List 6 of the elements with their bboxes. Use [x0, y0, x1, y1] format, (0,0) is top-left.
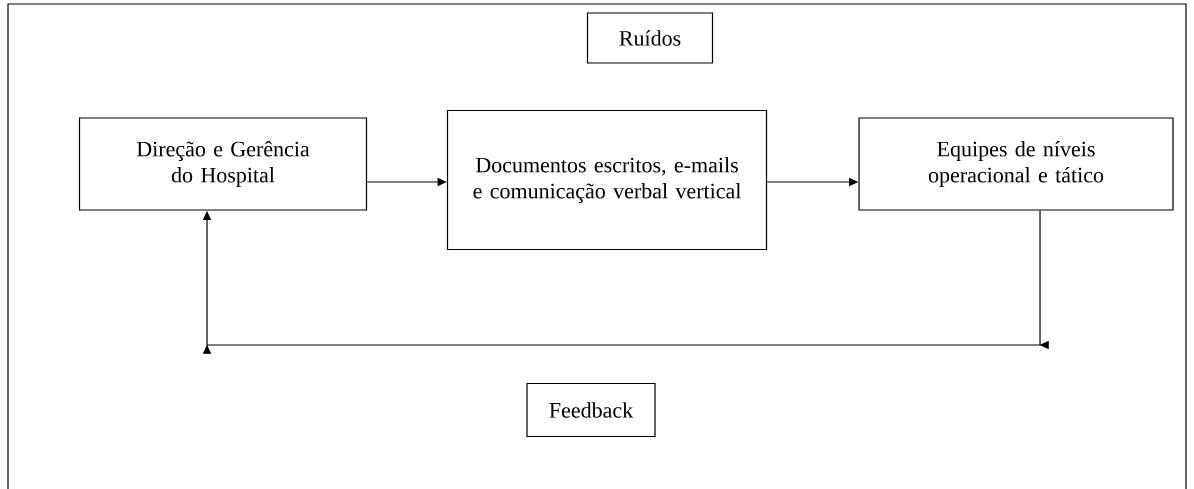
text-box: Feedback: [526, 382, 656, 438]
text-box: Direção e Gerência do Hospital: [78, 117, 368, 211]
text-box: Documentos escritos, e-mails e comunicação verbal vertical: [446, 109, 768, 251]
feedback-arrow: [202, 210, 1049, 354]
text-box: Ruídos: [586, 12, 714, 64]
text-box: Equipes de níveis operacional e tático: [858, 117, 1174, 211]
